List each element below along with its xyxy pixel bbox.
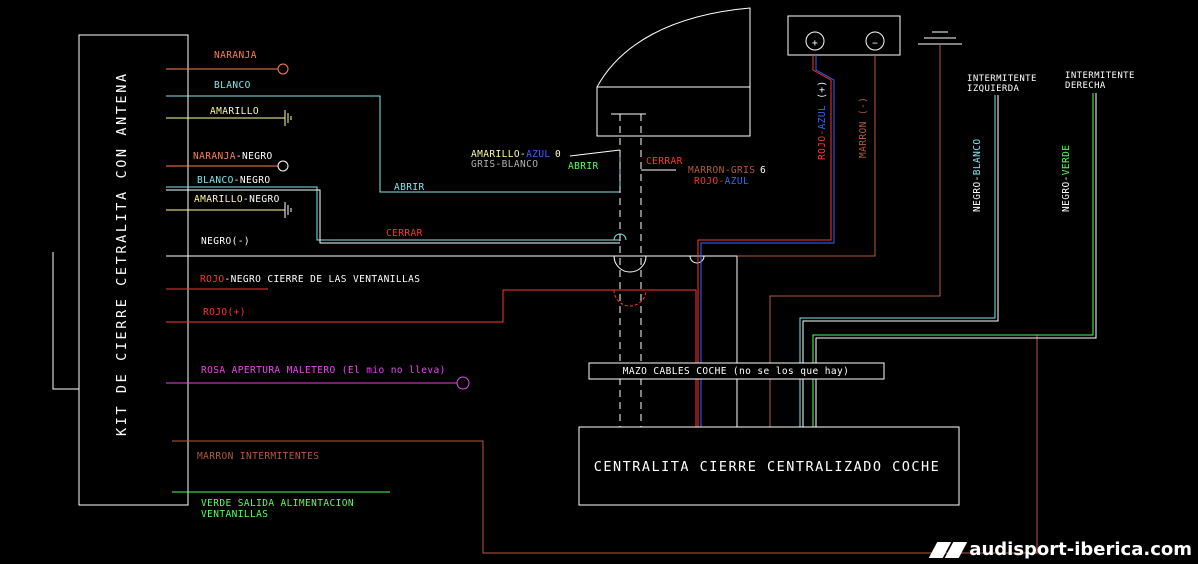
label-door-abrir: ABRIR bbox=[568, 161, 599, 172]
ground-icon bbox=[284, 202, 292, 218]
label-abrir-wire: ABRIR bbox=[394, 182, 425, 193]
label-intermitente-izq-2: IZQUIERDA bbox=[967, 84, 1020, 94]
wire-battery-rojo bbox=[697, 55, 832, 427]
label-door-marron-gris: MARRON-GRIS bbox=[688, 165, 755, 176]
crossover-negro bbox=[613, 255, 647, 273]
wire-negro-verde-stripe bbox=[815, 93, 1097, 427]
label-blanco-negro: BLANCO-NEGRO bbox=[197, 175, 270, 186]
label-verde: VERDE SALIDA ALIMENTACION bbox=[201, 498, 354, 509]
harness-label: MAZO CABLES COCHE (no se los que hay) bbox=[623, 366, 849, 377]
label-intermitente-der-1: INTERMITENTE bbox=[1065, 71, 1135, 81]
battery-box bbox=[787, 15, 901, 56]
label-amarillo: AMARILLO bbox=[210, 106, 259, 117]
wire-negro-verde bbox=[812, 93, 1094, 427]
label-naranja: NARANJA bbox=[214, 50, 257, 61]
label-blanco: BLANCO bbox=[214, 80, 251, 91]
chassis-ground-icon bbox=[918, 31, 962, 45]
label-intermitente-der-2: DERECHA bbox=[1065, 81, 1106, 91]
harness-label-box bbox=[588, 362, 885, 380]
naranja-negro-terminal bbox=[277, 160, 289, 172]
label-ventanillas: VENTANILLAS bbox=[201, 509, 268, 520]
watermark: audisport-iberica.com bbox=[929, 539, 1192, 560]
crossover-rojo bbox=[613, 289, 647, 307]
label-amarillo-negro: AMARILLO-NEGRO bbox=[194, 194, 280, 205]
battery-plus-symbol: + bbox=[812, 38, 818, 49]
label-naranja-negro: NARANJA-NEGRO bbox=[193, 151, 273, 162]
label-cerrar-wire: CERRAR bbox=[386, 228, 423, 239]
label-negro-blanco: NEGRO-BLANCO bbox=[972, 139, 983, 212]
kit-antenna-wire bbox=[52, 252, 79, 390]
car-door-outline bbox=[596, 7, 751, 137]
wire-marron-intermitentes bbox=[172, 335, 1038, 554]
label-intermitente-izq-1: INTERMITENTE bbox=[967, 74, 1037, 84]
kit-box-title: KIT DE CIERRE CETRALITA CON ANTENA bbox=[114, 71, 130, 436]
wire-chassis-ground bbox=[769, 44, 941, 427]
kit-box bbox=[78, 34, 189, 506]
label-door-0: 0 bbox=[555, 149, 561, 160]
label-rojo-negro: ROJO-NEGRO CIERRE DE LAS VENTANILLAS bbox=[200, 274, 420, 285]
wire-rojo-positivo bbox=[166, 289, 697, 427]
label-door-6: 6 bbox=[760, 165, 766, 176]
battery-plus-icon bbox=[805, 31, 825, 51]
label-negro-verde: NEGRO-VERDE bbox=[1061, 145, 1072, 212]
ground-icon bbox=[284, 110, 292, 126]
label-battery-marron: MARRON (-) bbox=[858, 97, 869, 158]
label-door-cerrar: CERRAR bbox=[646, 156, 683, 167]
leader-amarillo-azul bbox=[569, 149, 621, 157]
battery-minus-symbol: − bbox=[872, 38, 878, 49]
label-marron: MARRON INTERMITENTES bbox=[197, 451, 319, 462]
label-rosa: ROSA APERTURA MALETERO (El mio no lleva) bbox=[201, 365, 446, 376]
wire-blanco-negro-cerrar-stripe bbox=[166, 189, 620, 244]
logo-icon bbox=[929, 541, 968, 558]
label-negro: NEGRO(-) bbox=[201, 236, 250, 247]
wire-battery-azul bbox=[700, 55, 835, 427]
label-door-gris-blanco: GRIS-BLANCO bbox=[471, 159, 538, 170]
wire-blanco-negro-cerrar bbox=[166, 186, 620, 241]
battery-minus-icon bbox=[865, 31, 885, 51]
crossover-cerrar bbox=[613, 233, 627, 241]
rosa-terminal bbox=[456, 376, 470, 390]
central-unit-box bbox=[578, 426, 960, 506]
label-battery-rojo-azul: ROJO-AZUL (+) bbox=[817, 80, 828, 160]
crossover-negro-2 bbox=[689, 255, 705, 264]
central-unit-label: CENTRALITA CIERRE CENTRALIZADO COCHE bbox=[594, 459, 941, 475]
label-door-rojo-azul: ROJO-AZUL bbox=[694, 176, 749, 187]
label-rojo-positivo: ROJO(+) bbox=[203, 307, 246, 318]
naranja-terminal bbox=[277, 63, 289, 75]
label-door-amarillo-azul: AMARILLO-AZUL bbox=[471, 149, 551, 160]
watermark-text: audisport-iberica.com bbox=[969, 539, 1192, 560]
wire-battery-marron bbox=[737, 55, 876, 257]
